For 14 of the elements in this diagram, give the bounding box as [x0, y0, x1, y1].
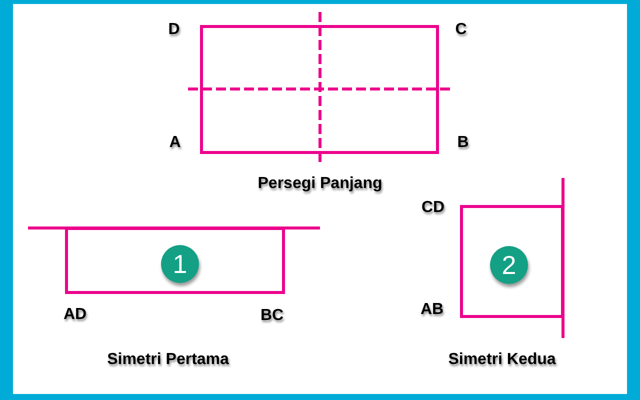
rectangle: [460, 205, 564, 318]
vertex-label: AD: [63, 305, 87, 325]
vertex-label: Persegi Panjang: [258, 174, 382, 194]
vertex-label: B: [457, 133, 469, 153]
rectangle: [65, 227, 285, 294]
vertex-label: D: [168, 20, 180, 40]
vertex-label: Simetri Kedua: [448, 350, 556, 370]
vertex-label: BC: [260, 306, 284, 326]
vertex-label: A: [169, 133, 181, 153]
vertex-label: C: [455, 20, 467, 40]
vertex-label: Simetri Pertama: [107, 350, 229, 370]
vertex-label: CD: [421, 198, 445, 218]
rectangle: [200, 25, 439, 154]
vertex-label: AB: [420, 300, 444, 320]
